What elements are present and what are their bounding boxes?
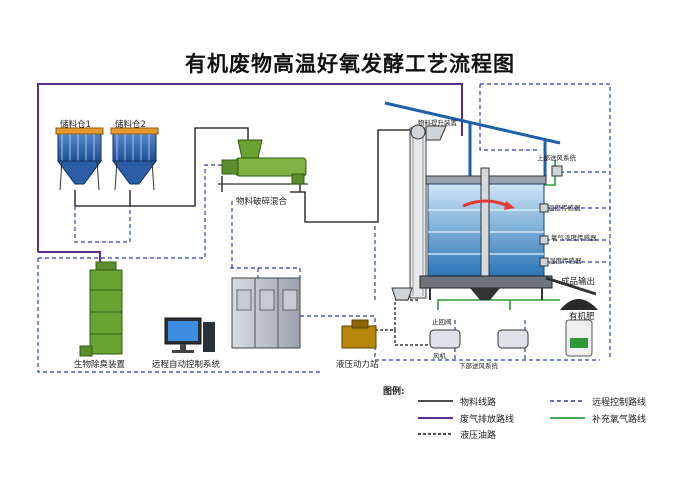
legend-item-hydraulic: 液压油路 (460, 431, 497, 441)
oxygen-sensor-label: 氧气浓度传感器 (551, 234, 597, 242)
lower-air-label: 下部送风系统 (459, 362, 498, 370)
temp-sensor-label: 温度传感器 (548, 204, 581, 212)
sensor-icons (539, 165, 563, 267)
lift-label: 物料提升装置 (418, 119, 457, 127)
bio-deodorizer (79, 261, 123, 357)
hydraulic-station (341, 319, 377, 349)
upper-air-label: 上部送风系统 (537, 154, 576, 162)
silo-2 (110, 127, 159, 191)
fan-label: 风机 (433, 352, 446, 360)
diagram-title: 有机废物高温好氧发酵工艺流程图 (185, 52, 515, 76)
legend-item-remote: 远程控制路线 (592, 398, 647, 408)
silo-1-label: 储料仓1 (60, 120, 91, 130)
product-out-label: 成品输出 (561, 277, 596, 287)
roof (384, 101, 561, 176)
fertilizer-bag-label: 有机肥 (569, 312, 595, 322)
control-cabinet (231, 277, 301, 349)
material-lift (391, 124, 447, 301)
exhaust-lines (37, 83, 463, 270)
product-output (560, 299, 598, 357)
material-lines (74, 127, 415, 223)
legend-item-exhaust: 废气排放路线 (460, 415, 515, 425)
silo-1 (55, 127, 104, 191)
remote-lines (37, 83, 611, 373)
hydraulic-station-label: 液压动力站 (336, 360, 379, 370)
humidity-sensor-label: 湿度传感器 (549, 257, 582, 265)
backstop-valve-label: 止回阀 (432, 318, 452, 326)
deodorizer-label: 生物除臭装置 (74, 360, 126, 370)
legend-title: 图例: (383, 387, 405, 397)
remote-control-label: 远程自动控制系统 (152, 360, 221, 370)
hydraulic-lines (375, 299, 430, 346)
crusher-mixer (218, 139, 308, 192)
legend (418, 400, 585, 435)
fans (429, 329, 529, 349)
fermentation-tank (419, 167, 597, 300)
silo-2-label: 储料仓2 (115, 120, 146, 130)
legend-item-oxygen: 补充氧气路线 (592, 415, 647, 425)
legend-item-material: 物料线路 (460, 398, 497, 408)
crusher-label: 物料破碎混合 (236, 197, 288, 207)
control-computer (164, 317, 215, 353)
